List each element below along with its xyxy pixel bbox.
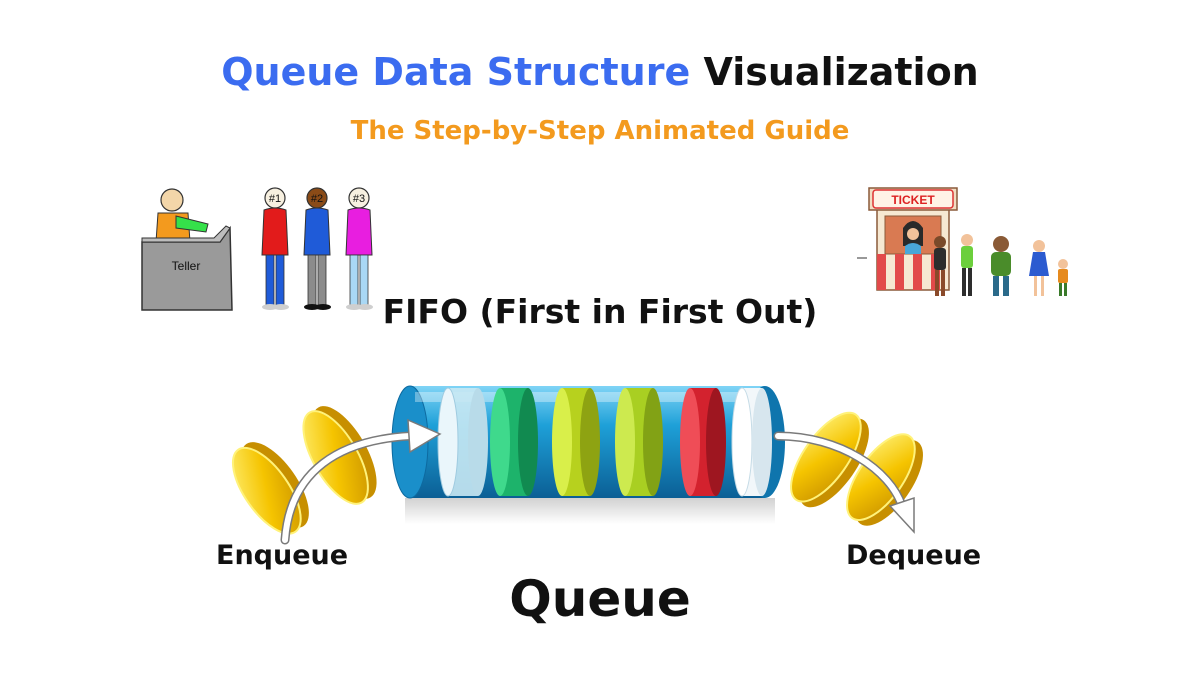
page-title: Queue Data Structure Visualization [0, 50, 1200, 94]
customer-2: #2 [303, 187, 331, 310]
fifo-label: FIFO (First in First Out) [382, 292, 818, 331]
ticket-queue-person-5 [1058, 259, 1068, 296]
queue-diagram [231, 385, 923, 545]
customer-3: #3 [345, 187, 373, 310]
teller-desk: Teller [141, 225, 233, 311]
queue-disc-2 [490, 388, 538, 496]
title-rest: Visualization [703, 50, 979, 94]
customer-3-number: #3 [353, 193, 365, 205]
teller-desk-label: Teller [172, 259, 201, 273]
tube-shadow [405, 498, 775, 524]
enqueue-label: Enqueue [216, 540, 349, 571]
enqueue-arrow [280, 418, 442, 545]
ticket-booth-illustration: TICKET [857, 187, 1068, 296]
queue-disc-3 [552, 388, 600, 496]
page-subtitle: The Step-by-Step Animated Guide [350, 116, 850, 146]
queue-disc-4 [615, 388, 663, 496]
queue-front-end [731, 386, 785, 498]
ticket-queue-person-1 [934, 236, 946, 296]
dequeue-label: Dequeue [846, 540, 982, 571]
customer-1: #1 [261, 187, 289, 310]
teller-illustration: Teller #1 #2 #3 [141, 187, 373, 311]
ticket-sign: TICKET [891, 193, 935, 207]
queue-discs [437, 387, 726, 497]
ticket-queue-person-2 [961, 234, 973, 296]
dequeue-arrow [773, 431, 915, 534]
ticket-queue-person-4 [1029, 240, 1049, 296]
queue-label: Queue [509, 570, 691, 628]
enqueue-coins [231, 406, 377, 535]
queue-disc-1 [437, 387, 488, 497]
customer-1-number: #1 [269, 193, 281, 205]
ticket-queue-person-3 [991, 236, 1011, 296]
teller-person [155, 188, 209, 243]
customer-2-number: #2 [311, 193, 323, 205]
queue-disc-5 [680, 388, 726, 496]
title-highlight: Queue Data Structure [221, 50, 691, 94]
